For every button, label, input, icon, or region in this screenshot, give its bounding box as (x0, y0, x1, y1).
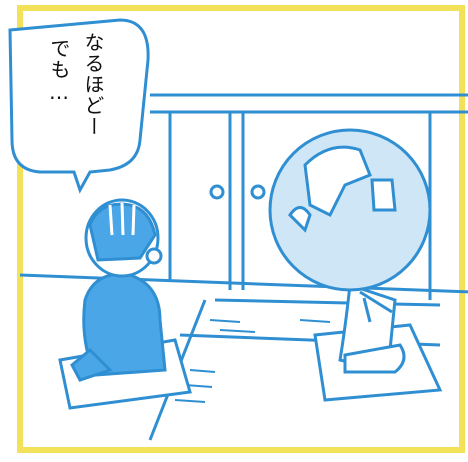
speech-line-1: なるほどー (81, 32, 105, 137)
speech-bubble (8, 18, 150, 194)
speech-line-2: でも… (47, 38, 71, 105)
globe-figure (268, 128, 432, 374)
bald-man-figure (70, 198, 167, 382)
